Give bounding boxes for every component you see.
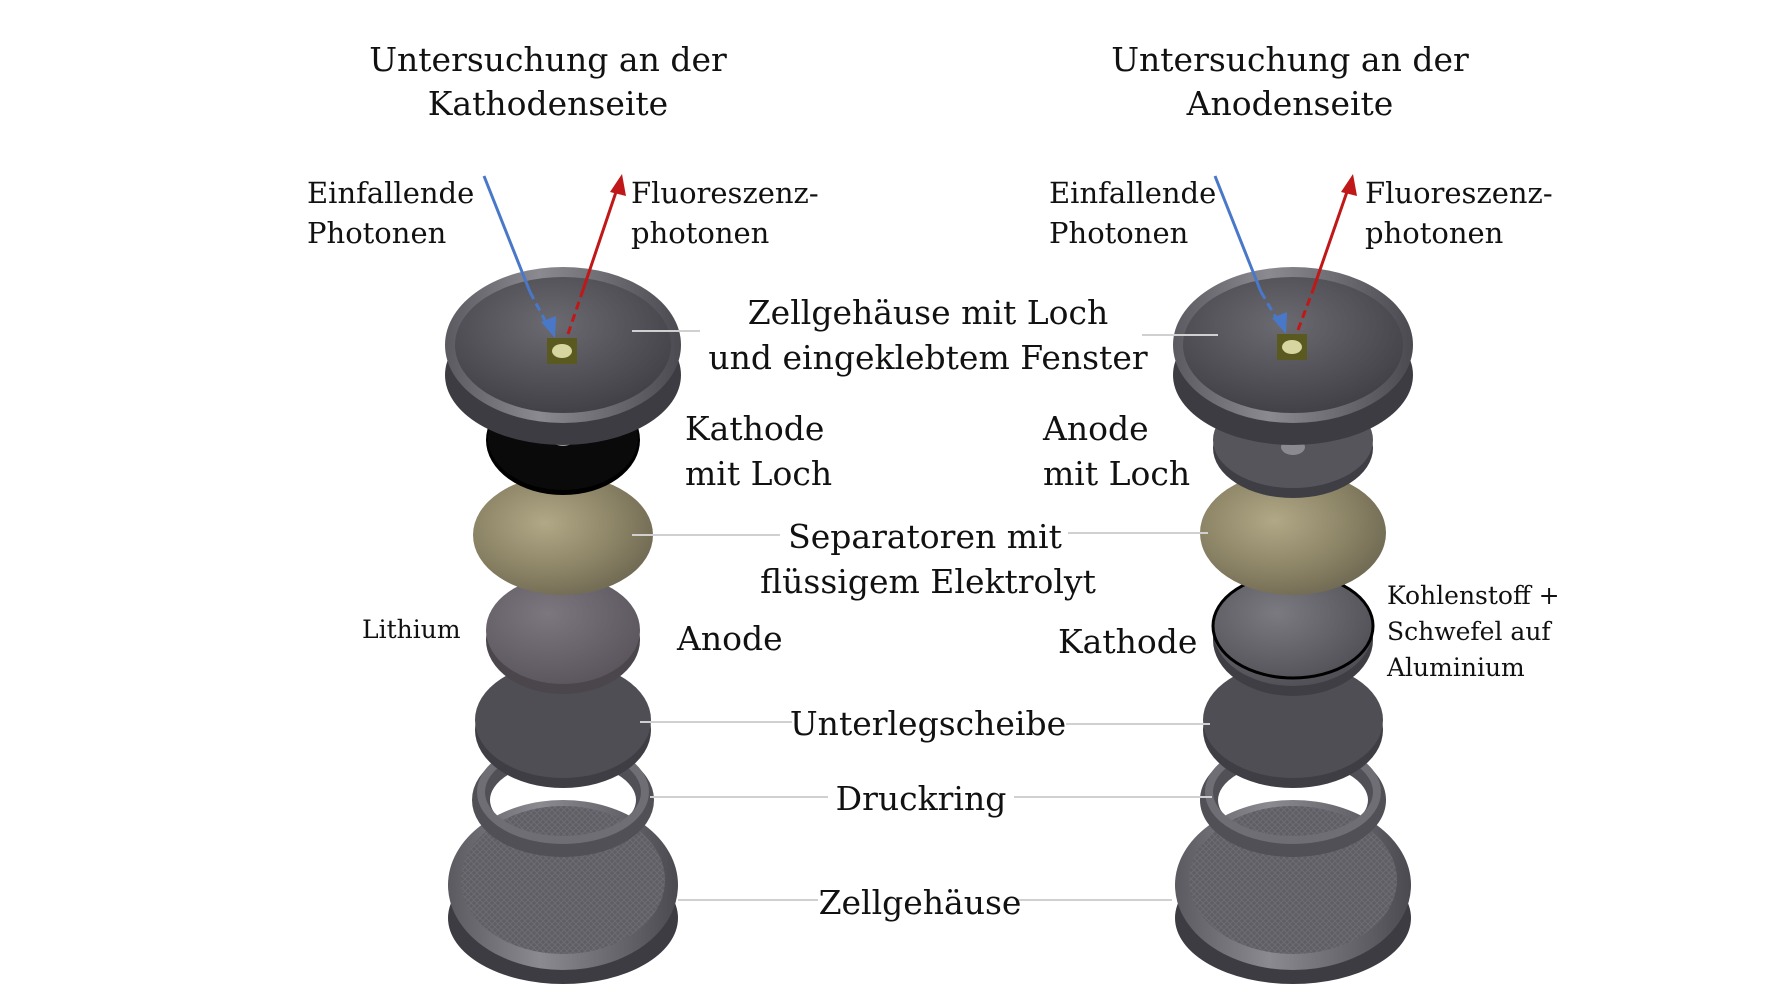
- right-layer2-label: Anode: [1042, 409, 1149, 448]
- left-title: Untersuchung an der: [369, 40, 727, 79]
- left-separator: [473, 475, 653, 595]
- right-housing-bottom: [1175, 800, 1411, 984]
- housing-top-label: Zellgehäuse mit Loch: [748, 293, 1108, 332]
- right-fluorescence-label: photonen: [1365, 216, 1503, 250]
- washer-label: Unterlegscheibe: [790, 704, 1066, 743]
- right-incident-label: Einfallende: [1049, 176, 1216, 210]
- pressure-ring-label: Druckring: [836, 779, 1007, 818]
- left-anode-lithium: [486, 576, 640, 694]
- separators-label: Separatoren mit: [788, 517, 1062, 556]
- left-title: Kathodenseite: [428, 84, 668, 123]
- leader-lines: [632, 330, 1218, 901]
- right-title: Untersuchung an der: [1111, 40, 1469, 79]
- left-incident-label: Einfallende: [307, 176, 474, 210]
- right-side-note: Aluminium: [1386, 653, 1525, 682]
- right-fluorescence-arrow: [1296, 174, 1357, 331]
- right-incident-label: Photonen: [1049, 216, 1188, 250]
- left-layer2-label: mit Loch: [685, 454, 832, 493]
- right-side-note: Kohlenstoff +: [1387, 581, 1560, 610]
- housing-bottom-label: Zellgehäuse: [819, 883, 1022, 922]
- left-washer: [475, 662, 651, 788]
- right-title: Anodenseite: [1186, 84, 1394, 123]
- left-layer2-label: Kathode: [685, 409, 824, 448]
- left-housing-top: [445, 267, 681, 445]
- right-washer: [1203, 662, 1383, 788]
- right-layer2-label: mit Loch: [1043, 454, 1190, 493]
- left-stack: [445, 267, 681, 984]
- left-incident-arrow: [482, 175, 556, 338]
- left-layer4-label: Anode: [676, 619, 783, 658]
- left-incident-label: Photonen: [307, 216, 446, 250]
- left-housing-bottom: [448, 800, 678, 984]
- left-fluorescence-label: Fluoreszenz-: [631, 176, 819, 210]
- left-fluorescence-label: photonen: [631, 216, 769, 250]
- housing-top-label: und eingeklebtem Fenster: [708, 338, 1147, 377]
- right-separator: [1200, 471, 1386, 595]
- left-side-note: Lithium: [362, 615, 461, 644]
- left-fluorescence-arrow: [566, 174, 626, 335]
- separators-label: flüssigem Elektrolyt: [760, 562, 1096, 601]
- right-side-note: Schwefel auf: [1387, 617, 1552, 646]
- right-incident-arrow: [1213, 175, 1287, 334]
- right-layer4-label: Kathode: [1058, 622, 1197, 661]
- right-fluorescence-label: Fluoreszenz-: [1365, 176, 1553, 210]
- right-stack: [1173, 267, 1413, 984]
- right-housing-top: [1173, 267, 1413, 445]
- right-cathode: [1211, 572, 1375, 696]
